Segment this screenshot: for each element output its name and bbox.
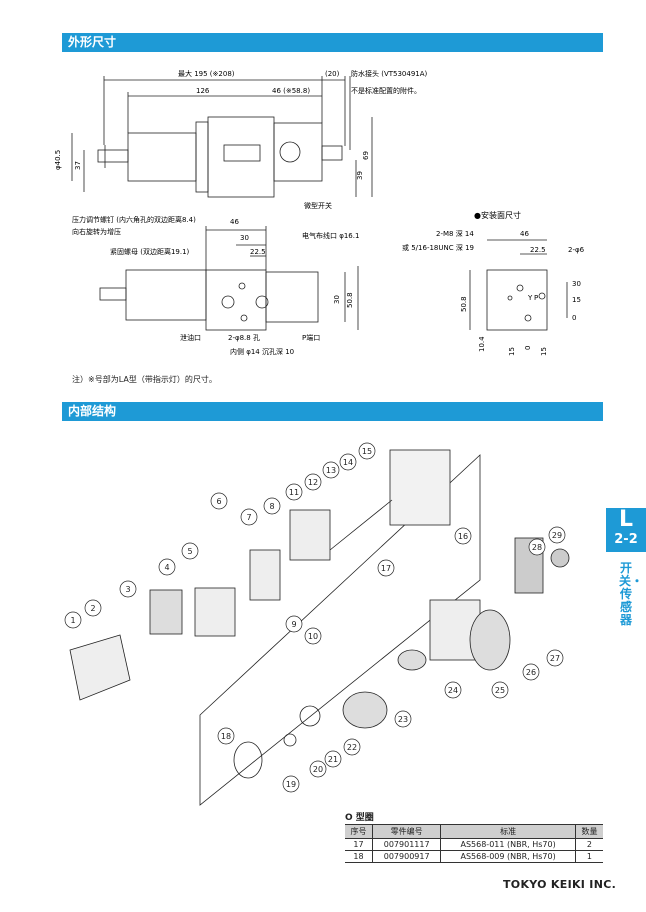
- dim-69: 69: [362, 151, 370, 160]
- label-holes: 2-φ8.8 孔: [228, 334, 260, 342]
- part-label: 3: [125, 585, 130, 594]
- part-label: 21: [328, 755, 338, 764]
- part-label: 7: [246, 513, 251, 522]
- dim-46: 46 (※58.8): [272, 87, 310, 95]
- part-label: 23: [398, 715, 408, 724]
- oring-table: 序号 零件编号 标准 数量 17 007901117 AS568-011 (NB…: [345, 824, 603, 863]
- table-cell: 2: [574, 838, 603, 851]
- dim-mount-15: 15: [572, 296, 581, 304]
- label-elec-port: 电气布线口 φ16.1: [302, 231, 359, 240]
- table-cell: 1: [574, 850, 603, 863]
- section-header-internal: 内部结构: [62, 402, 603, 421]
- label-p: P: [534, 294, 538, 302]
- dim-126: 126: [196, 87, 210, 95]
- dim-mount-10-4: 10.4: [478, 336, 486, 352]
- part-label: 5: [187, 547, 192, 556]
- part-label: 19: [286, 780, 296, 789]
- part-label: 1: [70, 616, 75, 625]
- header-cell: 数量: [574, 824, 603, 839]
- part-label: 15: [362, 447, 372, 456]
- table-cell: AS568-009 (NBR, Hs70): [440, 850, 576, 863]
- dim-mount-b15: 15: [508, 347, 516, 356]
- exploded-view: 1 2 3 4 5 6 7 8 9 10 11 12 13 14 15 16 1…: [64, 442, 570, 806]
- header-cell: 零件编号: [372, 824, 441, 839]
- label-unc: 或 5/16-18UNC 深 19: [402, 243, 474, 252]
- table-row: 18 007900917 AS568-009 (NBR, Hs70) 1: [345, 850, 603, 863]
- part-label: 2: [90, 604, 95, 613]
- dim-phi40: φ40.5: [54, 150, 62, 170]
- part-label: 22: [347, 743, 357, 752]
- dim-max: 最大 195 (※208): [178, 69, 235, 78]
- part-label: 24: [448, 686, 458, 695]
- table-cell: 007900917: [372, 850, 441, 863]
- label-micro-switch: 微型开关: [304, 201, 332, 210]
- header-cell: 标准: [440, 824, 576, 839]
- dim-mount-0: 0: [572, 314, 576, 322]
- part-label: 10: [308, 632, 318, 641]
- part-label: 29: [552, 531, 562, 540]
- dim-front-30v: 30: [333, 295, 341, 304]
- header-cell: 序号: [345, 824, 373, 839]
- mount-title: ●安装面尺寸: [474, 210, 521, 220]
- chapter-letter: L: [618, 507, 634, 532]
- chapter-code: 2-2: [614, 532, 638, 547]
- part-label: 26: [526, 668, 536, 677]
- section-title: 外形尺寸: [68, 35, 117, 49]
- part-label: 17: [381, 564, 391, 573]
- table-row: 17 007901117 AS568-011 (NBR, Hs70) 2: [345, 838, 603, 851]
- dim-mount-b15b: 15: [540, 347, 548, 356]
- dim-39: 39: [356, 171, 364, 180]
- part-label: 4: [164, 563, 169, 572]
- part-label: 27: [550, 654, 560, 663]
- chapter-tab: L 2-2: [606, 508, 646, 552]
- dim-front-50-8: 50.8: [346, 292, 354, 308]
- dim-mount-b0: 0: [524, 346, 532, 350]
- label-y: Y: [527, 294, 533, 302]
- section-title: 内部结构: [68, 404, 117, 418]
- part-label: 28: [532, 543, 542, 552]
- part-label: 13: [326, 466, 336, 475]
- dim-37: 37: [74, 161, 82, 170]
- dim-mount-22-5: 22.5: [530, 246, 546, 254]
- part-label: 11: [289, 488, 299, 497]
- chapter-category: 开关・传感器: [619, 561, 644, 627]
- label-pressure-screw: 压力调节螺钉 (内六角孔的双边距离8.4): [72, 215, 196, 224]
- footnote: 注）※号部为LA型（带指示灯）的尺寸。: [72, 375, 217, 384]
- label-waterproof-note: 不是标准配置的附件。: [351, 86, 421, 95]
- part-label: 18: [221, 732, 231, 741]
- table-cell: 18: [345, 850, 373, 863]
- label-counterbore: 内侧 φ14 沉孔深 10: [230, 347, 294, 356]
- section-header-dimensions: 外形尺寸: [62, 33, 603, 52]
- brand-name: TOKYO KEIKI INC.: [503, 878, 617, 891]
- dim-mount-50-8: 50.8: [460, 296, 468, 312]
- table-cell: 007901117: [372, 838, 441, 851]
- label-m8: 2-M8 深 14: [436, 229, 474, 238]
- label-p-port: P端口: [302, 333, 320, 342]
- dim-mount-46: 46: [520, 230, 529, 238]
- dim-20: (20): [325, 70, 340, 78]
- dim-front-22-5: 22.5: [250, 248, 266, 256]
- label-lock-nut: 紧固螺母 (双边距离19.1): [110, 247, 190, 256]
- dim-front-46: 46: [230, 218, 239, 226]
- label-waterproof: 防水接头 (VT530491A): [351, 69, 428, 78]
- table-cell: AS568-011 (NBR, Hs70): [440, 838, 576, 851]
- oring-title: O 型圈: [345, 813, 374, 823]
- table-cell: 17: [345, 838, 373, 851]
- dim-mount-30: 30: [572, 280, 581, 288]
- label-pressure-note: 向右旋转为增压: [72, 227, 121, 236]
- dim-front-30: 30: [240, 234, 249, 242]
- part-label: 9: [291, 620, 296, 629]
- part-label: 25: [495, 686, 505, 695]
- part-label: 12: [308, 478, 318, 487]
- table-header-row: 序号 零件编号 标准 数量: [345, 824, 603, 839]
- dim-mount-phi6: 2-φ6: [568, 246, 585, 254]
- part-label: 14: [343, 458, 353, 467]
- label-drain-port: 泄油口: [180, 333, 201, 342]
- dimension-drawings: 最大 195 (※208) (20) 126 46 (※58.8) 防水接头 (…: [54, 69, 585, 356]
- part-label: 8: [269, 502, 274, 511]
- part-label: 20: [313, 765, 323, 774]
- part-label: 16: [458, 532, 468, 541]
- part-label: 6: [216, 497, 221, 506]
